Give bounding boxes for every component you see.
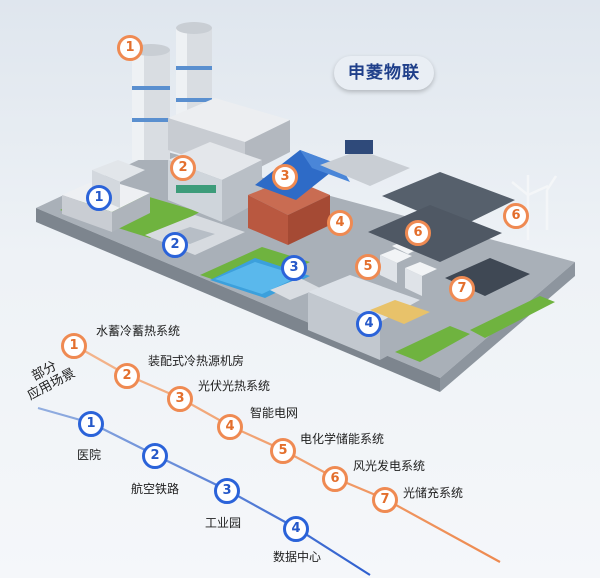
legend-label-system-6: 风光发电系统 xyxy=(353,459,426,473)
scene-marker-system-4[interactable]: 4 xyxy=(327,210,353,236)
legend-label-system-4: 智能电网 xyxy=(250,406,299,420)
legend-marker-system-3[interactable]: 3 xyxy=(167,386,193,412)
legend-marker-system-4[interactable]: 4 xyxy=(217,414,243,440)
legend-label-system-5: 电化学储能系统 xyxy=(300,432,385,446)
legend-label-system-3: 光伏光热系统 xyxy=(198,379,271,393)
legend-label-system-2: 装配式冷热源机房 xyxy=(148,354,245,368)
brand-badge: 申菱物联 xyxy=(334,56,434,90)
legend-label-system-1: 水蓄冷蓄热系统 xyxy=(96,324,181,338)
legend-marker-scenario-2[interactable]: 2 xyxy=(142,443,168,469)
scene-marker-system-2[interactable]: 2 xyxy=(170,155,196,181)
legend-marker-system-7[interactable]: 7 xyxy=(372,487,398,513)
scene-marker-scenario-3[interactable]: 3 xyxy=(281,255,307,281)
legend-marker-system-2[interactable]: 2 xyxy=(114,363,140,389)
legend-marker-scenario-3[interactable]: 3 xyxy=(214,478,240,504)
scene-marker-system-5[interactable]: 5 xyxy=(355,254,381,280)
legend-marker-scenario-1[interactable]: 1 xyxy=(78,411,104,437)
legend-marker-scenario-4[interactable]: 4 xyxy=(283,516,309,542)
legend-label-system-7: 光储充系统 xyxy=(403,486,464,500)
scene-marker-system-1[interactable]: 1 xyxy=(117,35,143,61)
scene-marker-system-6a[interactable]: 6 xyxy=(405,220,431,246)
legend-label-scenario-4: 数据中心 xyxy=(273,550,322,564)
scene-marker-scenario-2[interactable]: 2 xyxy=(162,232,188,258)
legend-marker-system-5[interactable]: 5 xyxy=(270,438,296,464)
machine-room xyxy=(168,98,290,222)
substation xyxy=(320,140,410,186)
scene-marker-scenario-1[interactable]: 1 xyxy=(86,185,112,211)
scene-marker-system-3[interactable]: 3 xyxy=(272,164,298,190)
legend-marker-system-1[interactable]: 1 xyxy=(61,333,87,359)
legend-label-scenario-3: 工业园 xyxy=(205,516,242,530)
legend-label-scenario-1: 医院 xyxy=(77,448,102,462)
data-center xyxy=(308,275,430,360)
legend-marker-system-6[interactable]: 6 xyxy=(322,466,348,492)
scene-marker-system-6b[interactable]: 6 xyxy=(503,203,529,229)
legend-label-scenario-2: 航空铁路 xyxy=(131,482,180,496)
cooling-towers xyxy=(132,22,212,160)
scene-marker-system-7[interactable]: 7 xyxy=(449,276,475,302)
wind-turbines xyxy=(511,175,558,240)
scene-marker-scenario-4[interactable]: 4 xyxy=(356,311,382,337)
